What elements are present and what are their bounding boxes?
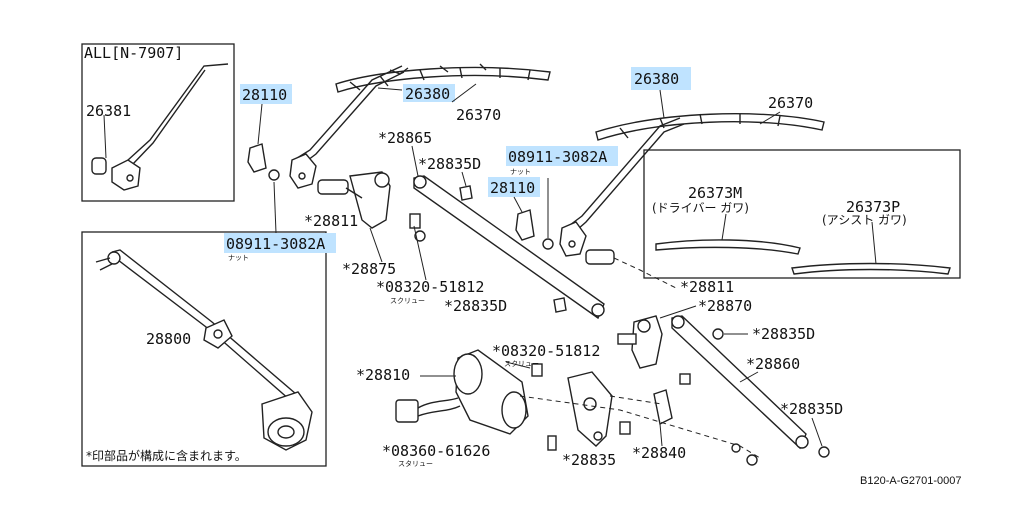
label-08911-a: 08911-3082A	[226, 235, 325, 253]
label-28110-a: 28110	[242, 86, 287, 104]
pivot-28811-left	[317, 171, 391, 229]
label-28811-a: *28811	[304, 212, 358, 230]
label-28875: *28875	[342, 260, 396, 278]
wiper-arm-left	[289, 65, 405, 189]
label-08911-a-sub: ナット	[228, 254, 249, 262]
cap-28110-right	[515, 209, 535, 241]
refill-box	[643, 149, 961, 279]
label-28870: *28870	[698, 297, 752, 315]
bushing-28835d-d	[818, 446, 830, 458]
label-26370-b: 26370	[768, 94, 813, 112]
nut-28875	[414, 230, 426, 242]
label-28835: *28835	[562, 451, 616, 469]
highlight-26380-b	[631, 67, 691, 90]
bolt-pivot-right	[679, 373, 691, 385]
bushing-28835d-c	[712, 328, 724, 340]
bushing-28835d-a	[459, 185, 473, 201]
inset-box-motor	[81, 231, 327, 467]
label-08320-a-sub: スクリュー	[390, 297, 425, 305]
plate-28840	[653, 389, 673, 426]
wiper-arm-right	[559, 117, 685, 257]
label-26373p: 26373P	[846, 198, 900, 216]
highlight-28110-a	[240, 84, 292, 104]
label-26373m-sub: (ドライバー ガワ)	[652, 201, 749, 215]
wiper-blade-left	[335, 63, 551, 93]
bolt-28840	[619, 421, 631, 435]
footnote: *印部品が構成に含まれます。	[86, 448, 247, 463]
pivot-28870	[617, 315, 663, 369]
label-26380-b: 26380	[634, 70, 679, 88]
pivot-28811-right	[585, 249, 615, 265]
label-26373m: 26373M	[688, 184, 742, 202]
label-08360: *08360-61626	[382, 442, 490, 460]
inset-box-arm: ALL[N-7907]	[81, 43, 235, 202]
highlight-28110-b	[488, 177, 540, 197]
highlight-26380-a	[403, 84, 455, 102]
wiper-blade-right	[595, 113, 825, 141]
label-28860: *28860	[746, 355, 800, 373]
label-28810: *28810	[356, 366, 410, 384]
label-08360-sub: スタリュー	[398, 459, 433, 468]
link-rod-28865	[413, 175, 605, 320]
label-28811-b: *28811	[680, 278, 734, 296]
label-26373p-sub: (アシスト ガワ)	[822, 213, 907, 227]
label-28835d-a: *28835D	[418, 155, 481, 173]
label-28840: *28840	[632, 444, 686, 462]
bracket-28835	[567, 371, 613, 447]
label-26370-a: 26370	[456, 106, 501, 124]
label-08320-a: *08320-51812	[376, 278, 484, 296]
label-08911-b-sub: ナット	[510, 168, 531, 176]
nut-08911-right	[542, 238, 554, 250]
label-28835d-d: *28835D	[780, 400, 843, 418]
label-28835d-c: *28835D	[752, 325, 815, 343]
label-26381: 26381	[86, 102, 131, 120]
label-08320-b: *08320-51812	[492, 342, 600, 360]
label-26380-a: 26380	[405, 85, 450, 103]
nut-motor-b	[731, 443, 741, 453]
label-28835d-b: *28835D	[444, 297, 507, 315]
inset-header: ALL[N-7907]	[84, 44, 183, 62]
label-28110-b: 28110	[490, 179, 535, 197]
highlight-08911-b	[506, 146, 618, 166]
bushing-28835d-b	[553, 297, 567, 313]
motor-28810	[395, 349, 529, 435]
label-08320-b-sub: スクリュー	[504, 360, 539, 368]
screw-08360	[547, 435, 557, 451]
cap-28110-left	[247, 143, 267, 173]
nut-motor-a	[746, 454, 758, 466]
screw-08320-b	[531, 363, 543, 377]
highlight-08911-a	[224, 233, 336, 253]
label-08911-b: 08911-3082A	[508, 148, 607, 166]
reference-code: B120-A-G2701-0007	[860, 475, 962, 487]
label-28865: *28865	[378, 129, 432, 147]
screw-08320-a	[409, 213, 421, 229]
label-28800: 28800	[146, 330, 191, 348]
nut-08911-left	[268, 169, 280, 181]
link-rod-28860	[671, 315, 809, 450]
